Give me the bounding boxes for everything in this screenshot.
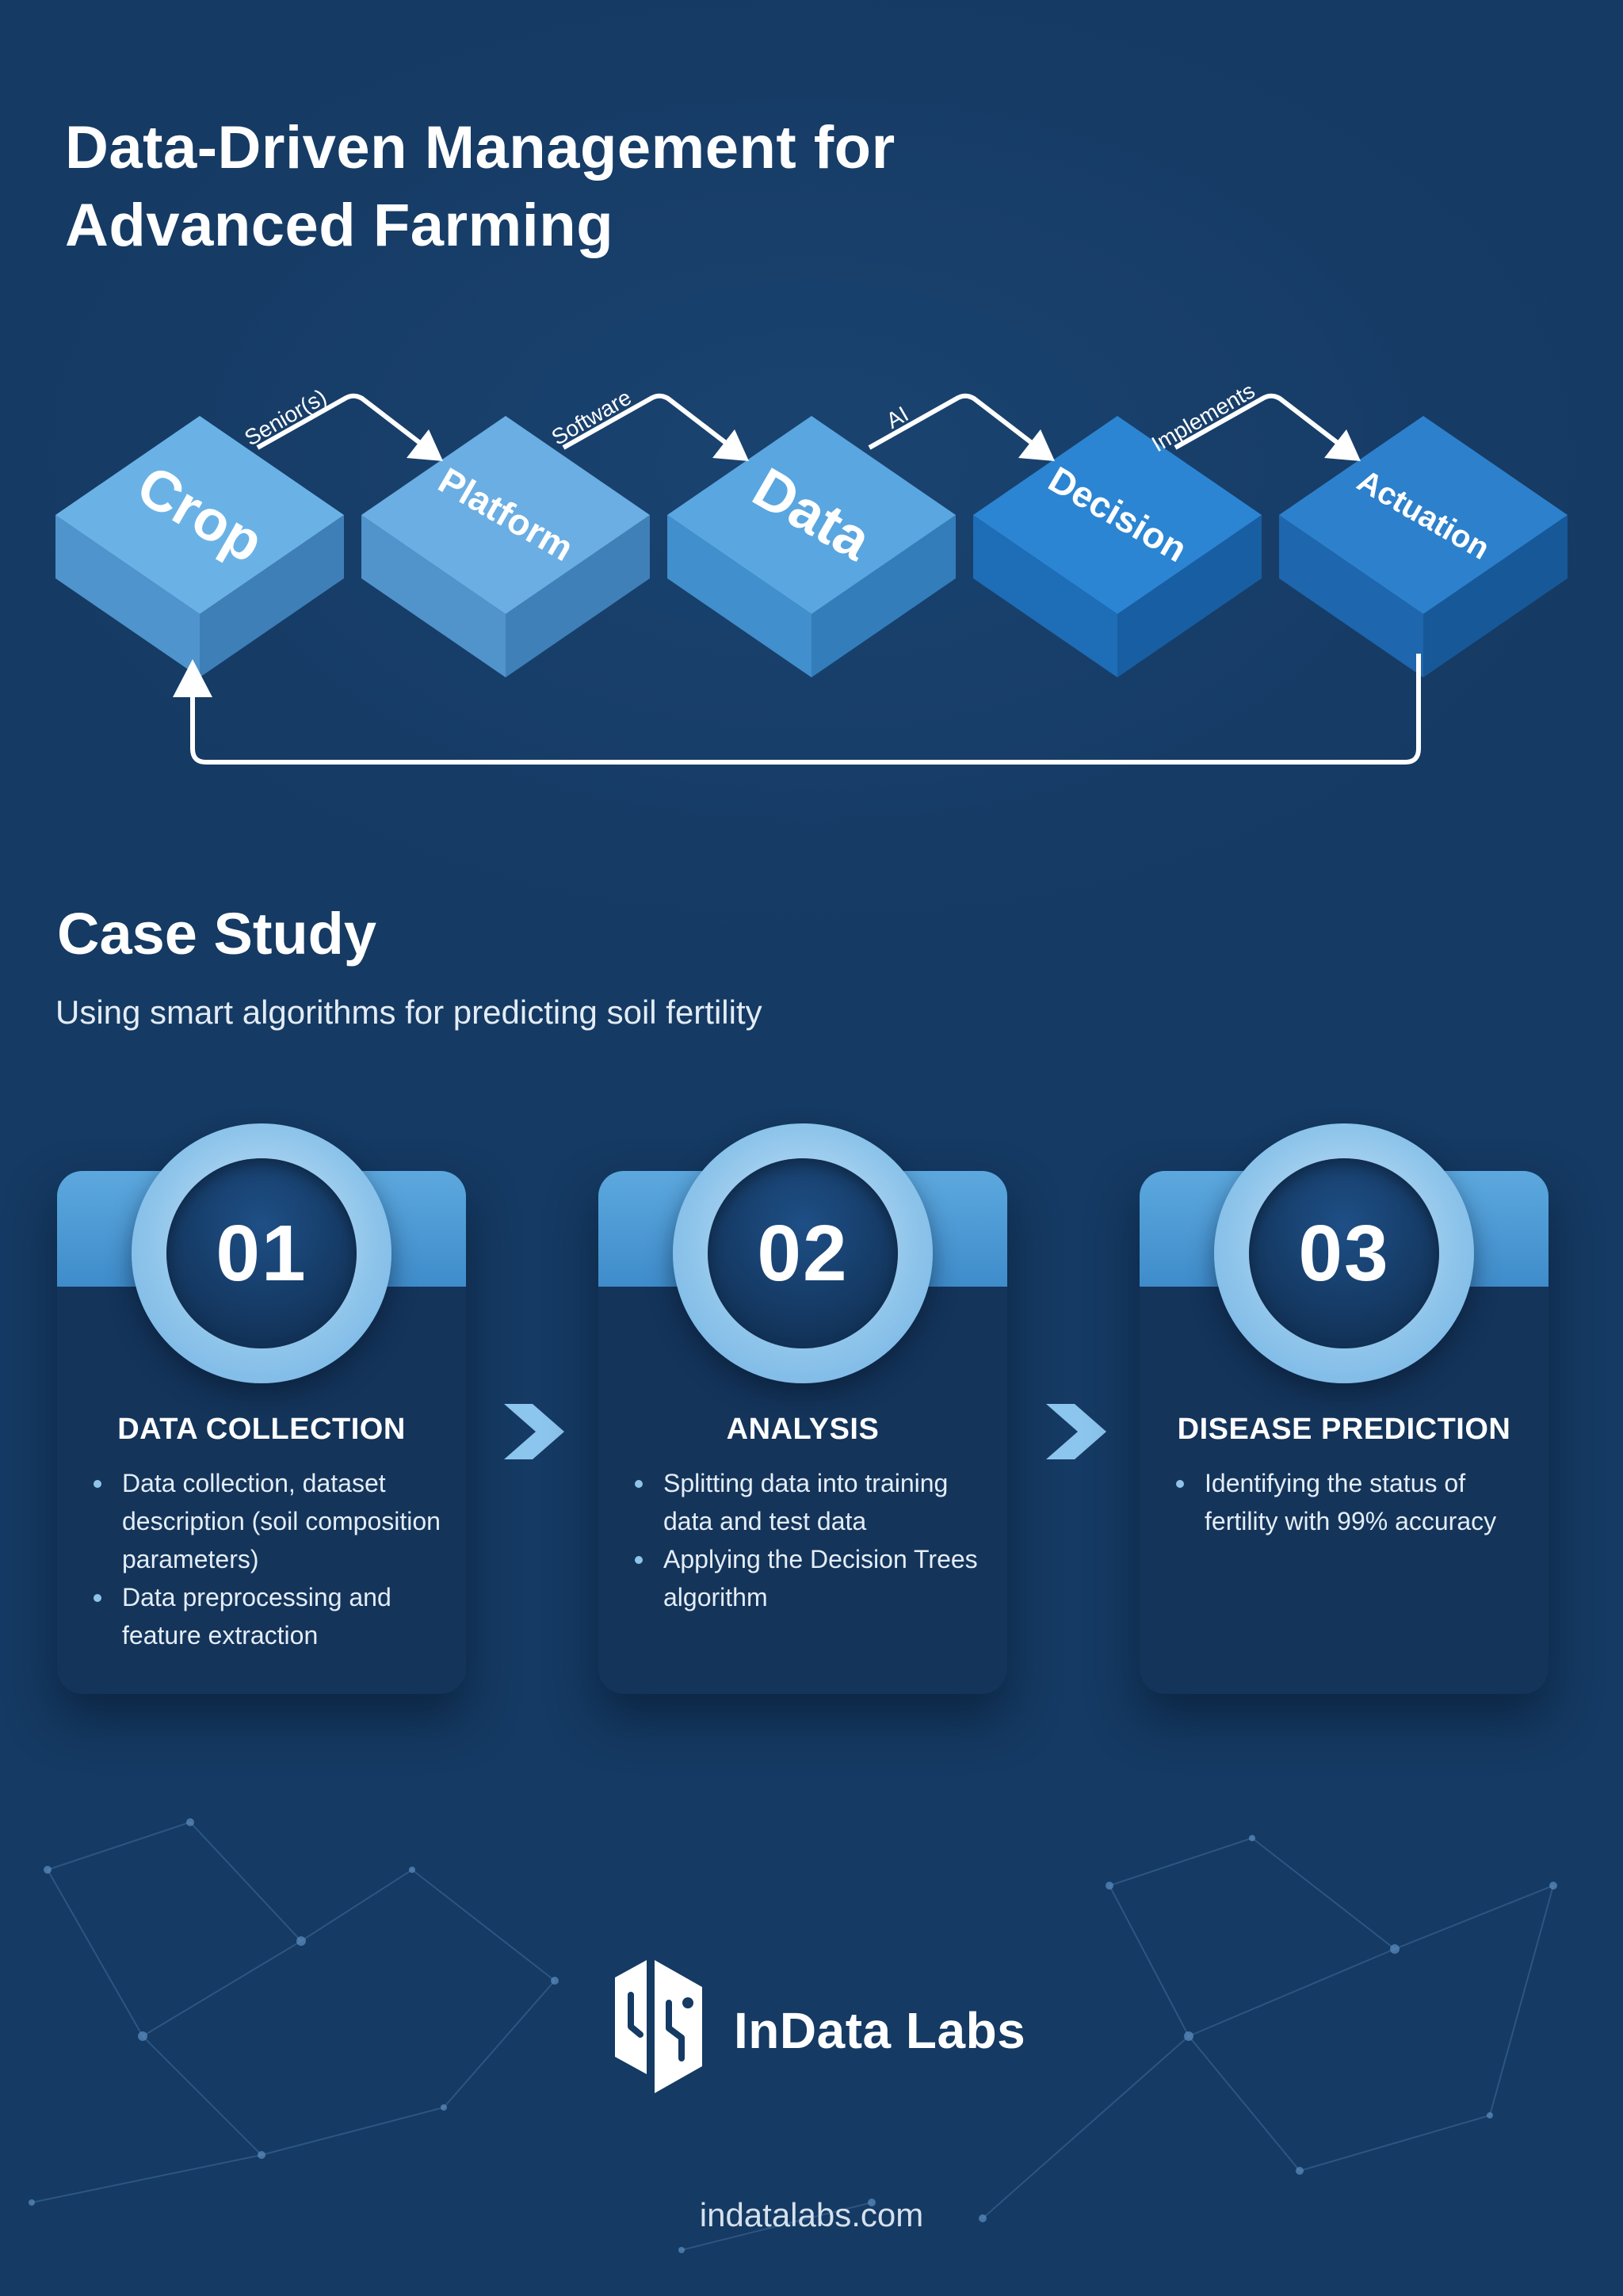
flow-block-crop: Crop (55, 416, 344, 677)
flow-connector-label: Implements (1148, 378, 1259, 456)
step-number: 03 (1298, 1208, 1390, 1298)
step-title: DISEASE PREDICTION (1177, 1413, 1511, 1446)
flow-connector: Software (548, 385, 749, 461)
indata-labs-logo (615, 1960, 702, 2093)
flow-block-data: Data (667, 416, 956, 677)
step-number: 01 (216, 1208, 307, 1298)
step-bullets: Data collection, dataset description (so… (89, 1464, 445, 1654)
step-card-2: 02 ANALYSIS Splitting data into training… (598, 1123, 1007, 1694)
bullet-item: Data preprocessing and feature extractio… (89, 1578, 445, 1654)
step-title: DATA COLLECTION (117, 1413, 406, 1446)
arrowhead (1324, 429, 1361, 461)
loop-back-arrowhead (173, 659, 212, 697)
flow-block-decision: Decision (973, 416, 1262, 677)
flow-connector: Senior(s) (240, 384, 443, 461)
step-title: ANALYSIS (726, 1413, 880, 1446)
chevron-right-icon (1046, 1404, 1106, 1459)
flow-block-platform: Platform (361, 416, 650, 677)
flow-connector: AI (868, 393, 1055, 461)
chevron-right-icon (504, 1404, 564, 1459)
flow-connector: Implements (1148, 378, 1361, 461)
step-bullets: Splitting data into training data and te… (630, 1464, 987, 1616)
bullet-item: Applying the Decision Trees algorithm (630, 1540, 987, 1616)
step-number-badge: 02 (673, 1123, 933, 1383)
step-number-badge: 03 (1214, 1123, 1474, 1383)
arrowhead (1018, 429, 1055, 461)
flow-connector-label: Senior(s) (240, 384, 330, 451)
footer-url[interactable]: indatalabs.com (699, 2196, 924, 2233)
network-background (29, 1818, 1557, 2253)
brand-name: InData Labs (734, 2002, 1026, 2059)
step-card-3: 03 DISEASE PREDICTION Identifying the st… (1140, 1123, 1549, 1694)
step-number: 02 (757, 1208, 849, 1298)
loop-back-arrow (190, 654, 1421, 765)
case-study-heading: Case Study (57, 901, 377, 967)
flow-block-actuation: Actuation (1279, 416, 1568, 677)
step-card-1: 01 DATA COLLECTION Data collection, data… (57, 1123, 466, 1694)
bullet-item: Identifying the status of fertility with… (1171, 1464, 1528, 1540)
step-number-badge: 01 (132, 1123, 391, 1383)
arrowhead (407, 429, 443, 461)
page-title: Data-Driven Management for Advanced Farm… (65, 114, 896, 259)
arrowhead (712, 429, 749, 461)
case-study-subtitle: Using smart algorithms for predicting so… (55, 994, 762, 1031)
bullet-item: Data collection, dataset description (so… (89, 1464, 445, 1578)
step-bullets: Identifying the status of fertility with… (1171, 1464, 1528, 1540)
flow-connector-label: Software (548, 385, 636, 450)
bullet-item: Splitting data into training data and te… (630, 1464, 987, 1540)
